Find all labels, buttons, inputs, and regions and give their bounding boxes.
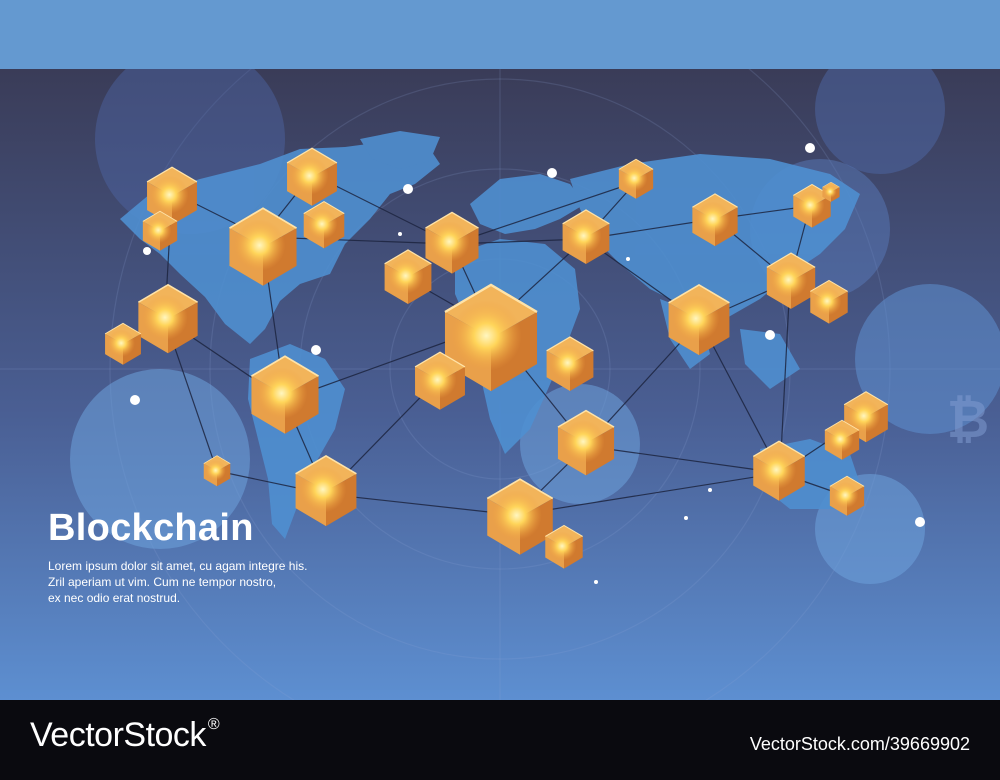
footer: VectorStock® VectorStock.com/39669902 [0,700,1000,780]
blockchain-illustration: ₿ [0,69,1000,700]
vectorstock-logo[interactable]: VectorStock® [30,716,220,755]
bitcoin-icon: ₿ [947,391,989,449]
svg-text:₿: ₿ [947,391,989,449]
body-text: Lorem ipsum dolor sit amet, cu agam inte… [48,558,388,606]
body-line: Zril aperiam ut vim. Cum ne tempor nostr… [48,575,277,589]
registered-mark: ® [207,716,220,733]
network-dots [130,143,925,584]
logo-text: VectorStock [30,716,206,754]
image-id-link[interactable]: VectorStock.com/39669902 [749,734,970,754]
page-title: Blockchain [48,507,254,549]
body-line: ex nec odio erat nostrud. [48,591,181,605]
top-band [0,0,1000,69]
body-line: Lorem ipsum dolor sit amet, cu agam inte… [48,559,308,573]
